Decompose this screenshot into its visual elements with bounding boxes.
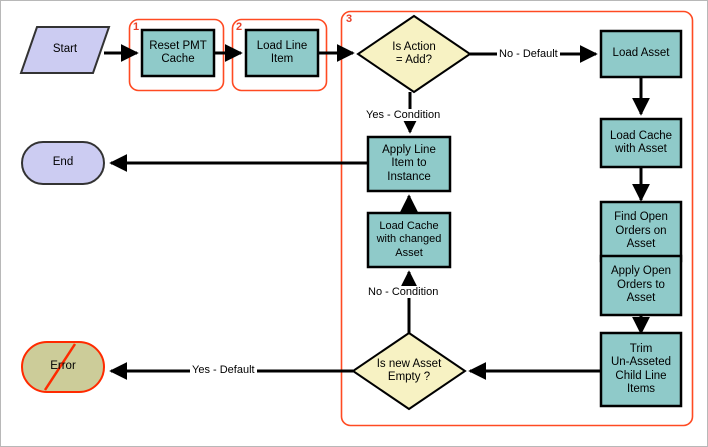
group-container-3 <box>340 10 694 427</box>
node-find-open-orders-on-asset[interactable] <box>599 200 683 263</box>
node-trim-un-asseted-child-line-items[interactable] <box>599 331 683 408</box>
group-number-3: 3 <box>346 13 353 25</box>
node-is-action-add[interactable] <box>356 14 472 94</box>
node-load-cache-with-asset[interactable] <box>599 117 683 169</box>
node-load-cache-with-changed-asset[interactable] <box>366 211 452 269</box>
node-load-line-item[interactable] <box>244 28 320 78</box>
node-load-asset[interactable] <box>599 29 683 79</box>
node-end[interactable] <box>21 141 105 185</box>
edge-label-yes-default: Yes - Default <box>190 364 257 376</box>
node-reset-pmt-cache[interactable] <box>140 28 216 78</box>
group-number-1: 1 <box>133 21 140 33</box>
edge-label-no-condition: No - Condition <box>366 286 441 298</box>
node-apply-line-item-to-instance[interactable] <box>366 135 452 193</box>
node-start[interactable] <box>19 26 111 74</box>
group-number-2: 2 <box>236 21 243 33</box>
edge-label-yes-condition: Yes - Condition <box>364 109 443 121</box>
error-slash-icon <box>43 343 77 391</box>
edge-label-no-default: No - Default <box>497 48 560 60</box>
node-apply-open-orders-to-asset[interactable] <box>599 254 683 317</box>
node-is-new-asset-empty[interactable] <box>351 331 467 411</box>
node-error[interactable] <box>21 341 105 393</box>
